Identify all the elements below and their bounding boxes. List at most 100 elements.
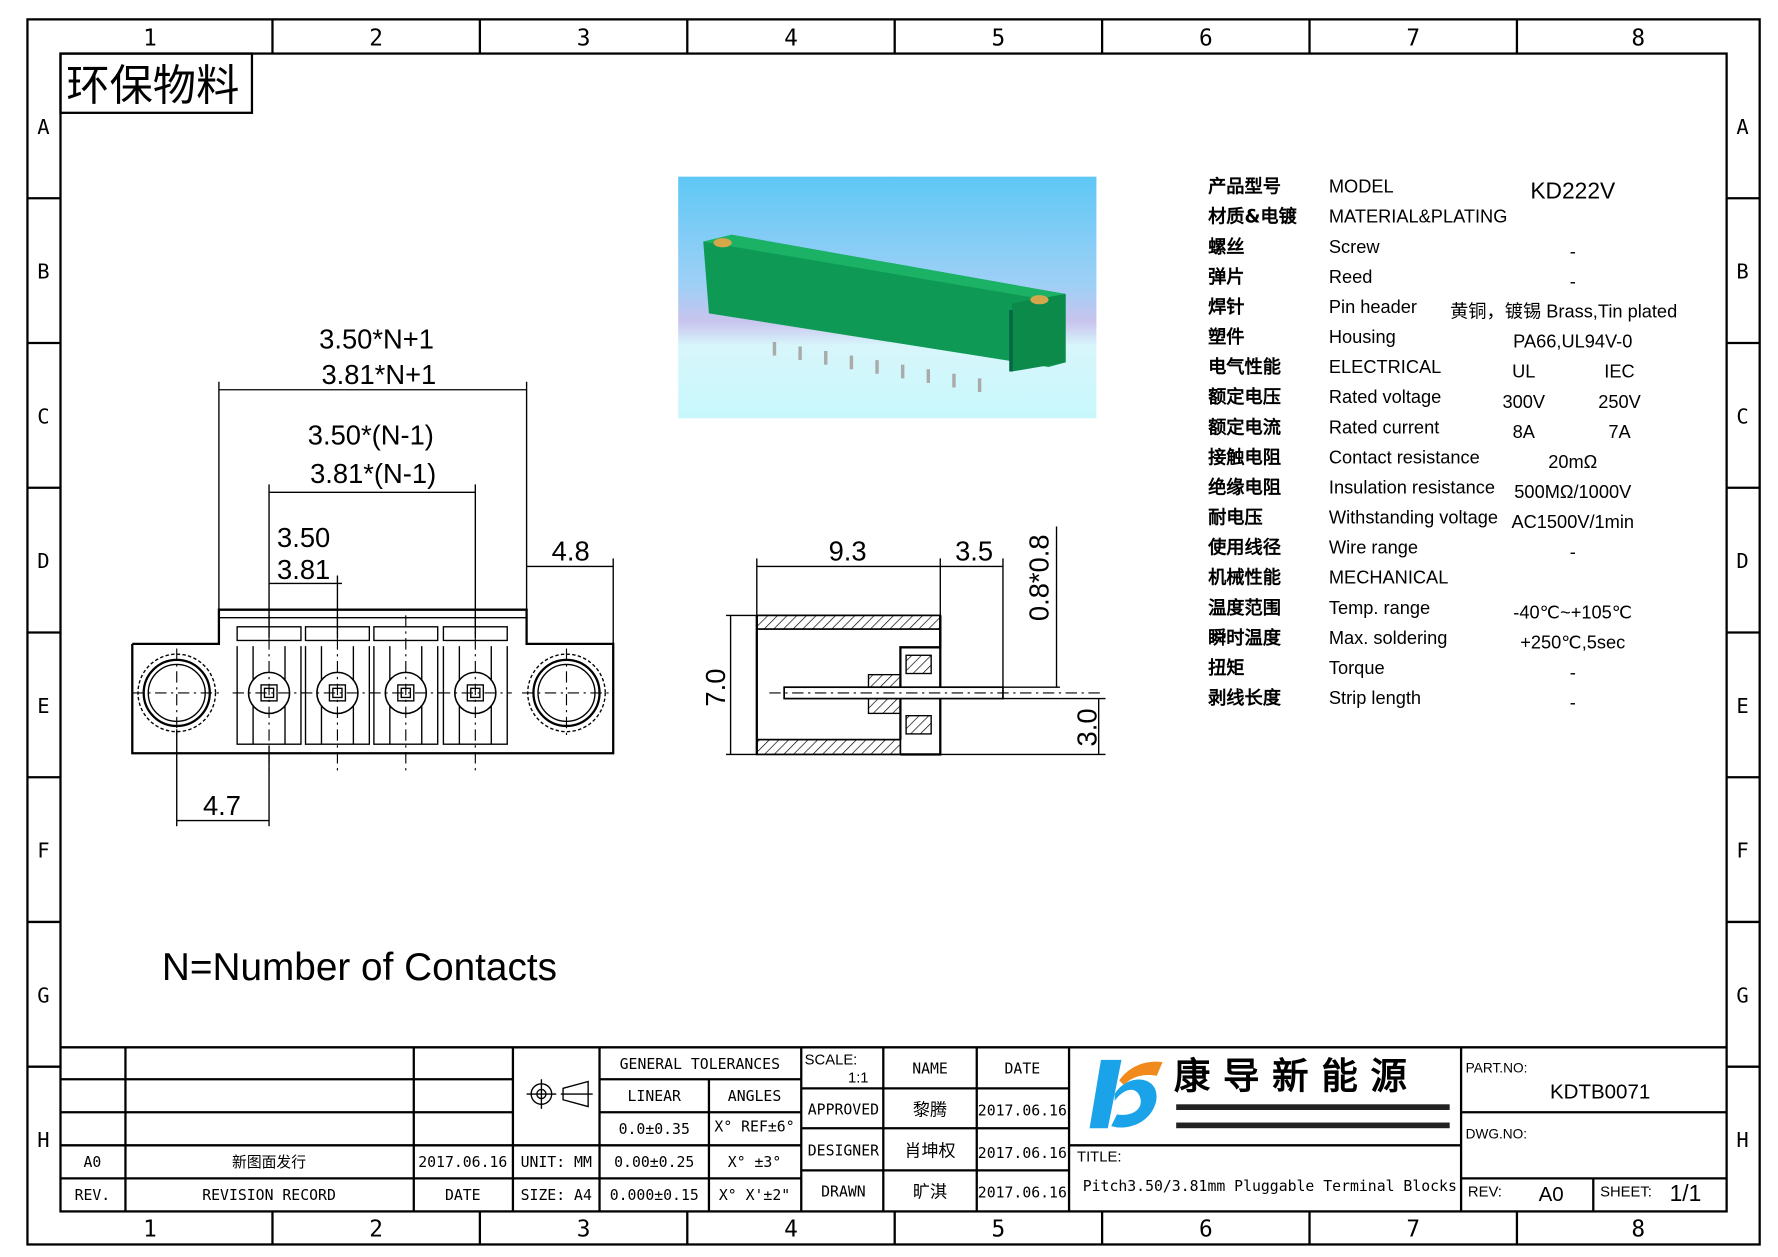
- frame-row-label: H: [37, 1128, 49, 1152]
- frame-row-label: F: [1736, 839, 1748, 863]
- svg-text:REVISION RECORD: REVISION RECORD: [202, 1187, 336, 1204]
- frame-column-label: 4: [784, 1216, 798, 1242]
- spec-value: AC1500V/1min: [1511, 511, 1634, 532]
- spec-value-ul: UL: [1512, 361, 1535, 382]
- svg-text:A0: A0: [83, 1154, 101, 1171]
- svg-text:SCALE:: SCALE:: [805, 1052, 858, 1068]
- svg-text:3.5: 3.5: [955, 536, 993, 567]
- spec-label-cn: 螺丝: [1208, 236, 1244, 258]
- svg-text:DESIGNER: DESIGNER: [808, 1143, 879, 1160]
- frame-column-label: 7: [1406, 26, 1420, 52]
- svg-text:康 导 新 能 源: 康 导 新 能 源: [1174, 1054, 1408, 1097]
- spec-label-cn: 绝缘电阻: [1208, 476, 1281, 498]
- contacts-note: N=Number of Contacts: [162, 946, 557, 989]
- title-block: A0 新图面发行 2017.06.16 REV. REVISION RECORD…: [60, 1046, 1727, 1212]
- svg-text:环保物料: 环保物料: [66, 61, 239, 111]
- svg-text:2017.06.16: 2017.06.16: [978, 1145, 1067, 1162]
- svg-text:1:1: 1:1: [848, 1071, 869, 1087]
- svg-text:肖坤权: 肖坤权: [904, 1142, 955, 1162]
- spec-value: 黄铜，镀锡 Brass,Tin plated: [1450, 300, 1677, 321]
- svg-text:3.81: 3.81: [277, 554, 330, 585]
- frame-column-label: 2: [369, 1216, 383, 1242]
- spec-label-en: Screw: [1329, 236, 1380, 257]
- spec-label-cn: 机械性能: [1208, 567, 1281, 589]
- spec-value-iec: 7A: [1608, 421, 1631, 442]
- spec-label-cn: 额定电流: [1208, 416, 1281, 438]
- svg-text:DATE: DATE: [1005, 1061, 1041, 1078]
- spec-label-en: Contact resistance: [1329, 446, 1480, 467]
- spec-value-ul: 8A: [1513, 421, 1536, 442]
- svg-text:PART.NO:: PART.NO:: [1466, 1060, 1528, 1075]
- spec-label-cn: 弹片: [1208, 266, 1244, 288]
- pin-mark: [926, 369, 931, 383]
- mounting-hole-left-icon: [132, 648, 222, 738]
- spec-label-en: MATERIAL&PLATING: [1329, 206, 1508, 227]
- spec-label-en: Pin header: [1329, 296, 1417, 317]
- svg-text:APPROVED: APPROVED: [808, 1102, 879, 1119]
- svg-text:7.0: 7.0: [700, 669, 731, 707]
- terminal-cell: [438, 615, 512, 775]
- spec-label-cn: 塑件: [1208, 326, 1244, 348]
- terminal-cell: [232, 615, 306, 775]
- spec-value: -: [1570, 541, 1576, 562]
- spec-label-en: Withstanding voltage: [1329, 507, 1498, 528]
- svg-text:黎腾: 黎腾: [913, 1101, 947, 1121]
- frame-row-label: A: [37, 115, 49, 139]
- svg-text:4.7: 4.7: [203, 790, 241, 821]
- frame-row-label: A: [1736, 115, 1748, 139]
- svg-text:2017.06.16: 2017.06.16: [978, 1103, 1067, 1120]
- projection-symbol-icon: [526, 1079, 593, 1109]
- frame-row-label: B: [1736, 260, 1748, 284]
- frame-row-label: G: [37, 983, 49, 1007]
- pin-mark: [798, 346, 802, 361]
- svg-text:0.000±0.15: 0.000±0.15: [610, 1187, 699, 1204]
- spec-label-en: Reed: [1329, 266, 1373, 287]
- svg-text:DATE: DATE: [445, 1187, 481, 1204]
- frame-column-label: 3: [577, 1216, 591, 1242]
- spec-label-en: MODEL: [1329, 176, 1394, 197]
- spec-value: -: [1570, 240, 1576, 261]
- svg-text:DWG.NO:: DWG.NO:: [1466, 1126, 1527, 1141]
- svg-text:0.00±0.25: 0.00±0.25: [614, 1154, 694, 1171]
- spec-label-en: Strip length: [1329, 687, 1421, 708]
- spec-label-en: ELECTRICAL: [1329, 356, 1441, 377]
- frame-column-label: 3: [577, 26, 591, 52]
- spec-value-ul: 300V: [1502, 391, 1545, 412]
- spec-label-cn: 电气性能: [1208, 356, 1281, 378]
- svg-text:3.50*N+1: 3.50*N+1: [319, 324, 434, 355]
- frame-column-label: 6: [1199, 1216, 1213, 1242]
- svg-text:3.50*(N-1): 3.50*(N-1): [308, 419, 434, 450]
- svg-text:0.8*0.8: 0.8*0.8: [1024, 534, 1055, 621]
- svg-text:SHEET:: SHEET:: [1600, 1185, 1652, 1201]
- svg-text:2017.06.16: 2017.06.16: [418, 1154, 507, 1171]
- spec-label-cn: 扭矩: [1208, 657, 1244, 679]
- frame-row-label: E: [37, 694, 49, 718]
- pin-mark: [849, 355, 854, 370]
- spec-value: -: [1570, 692, 1576, 713]
- drawing-title: Pitch3.50/3.81mm Pluggable Terminal Bloc…: [1083, 1178, 1457, 1195]
- spec-label-cn: 接触电阻: [1208, 446, 1281, 468]
- spec-label-cn: 剥线长度: [1208, 687, 1282, 709]
- svg-text:4.8: 4.8: [552, 536, 590, 567]
- frame-row-label: E: [1736, 694, 1748, 718]
- spec-label-cn: 瞬时温度: [1208, 627, 1282, 649]
- frame-column-label: 5: [992, 1216, 1006, 1242]
- svg-text:REV.: REV.: [75, 1187, 111, 1204]
- spec-label-cn: 产品型号: [1208, 176, 1281, 198]
- frame-row-label: C: [37, 404, 49, 428]
- svg-text:2017.06.16: 2017.06.16: [978, 1185, 1067, 1202]
- svg-text:TITLE:: TITLE:: [1077, 1149, 1121, 1165]
- spec-label-en: Max. soldering: [1329, 627, 1447, 648]
- svg-text:X° REF±6°: X° REF±6°: [714, 1119, 794, 1136]
- svg-text:X° X'±2": X° X'±2": [719, 1187, 790, 1204]
- terminal-cell: [369, 615, 443, 775]
- frame-row-label: H: [1736, 1128, 1748, 1152]
